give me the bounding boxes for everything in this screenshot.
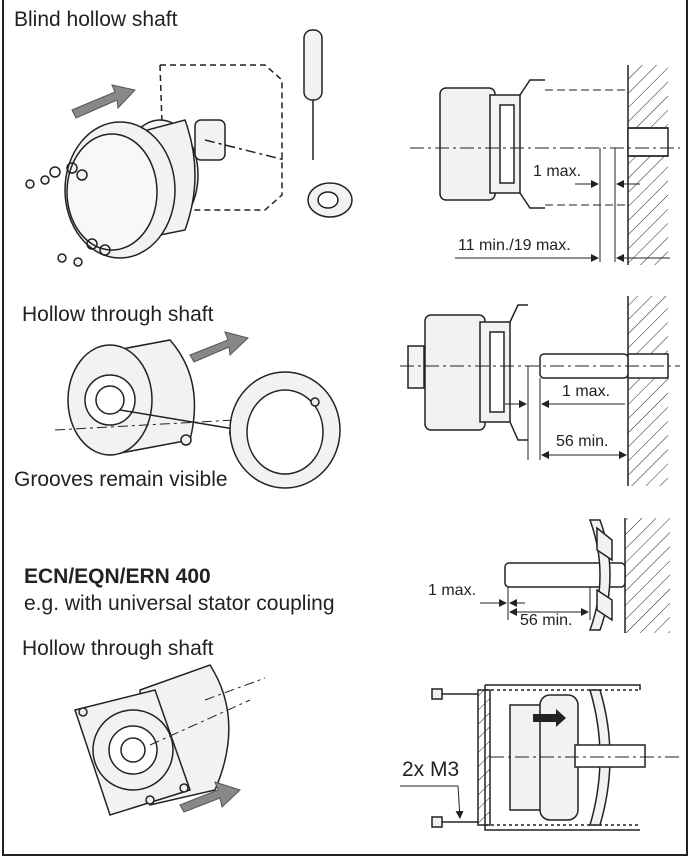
screwdriver: [303, 29, 323, 160]
dimension-label-11-19: 11 min./19 max.: [458, 237, 571, 254]
direction-arrow-3: [179, 781, 241, 813]
blind-shaft-title: Blind hollow shaft: [14, 8, 178, 31]
screw-label-m3: 2x M3: [402, 758, 460, 781]
direction-arrow-2: [189, 331, 249, 363]
stator-coupling-illustration: [74, 664, 266, 816]
hollow-shaft-illustration: [54, 339, 341, 489]
m3-mounting-drawing: [400, 684, 680, 831]
product-subtitle: e.g. with universal stator coupling: [24, 592, 335, 615]
direction-arrow-1: [71, 84, 136, 119]
hollow-shaft-title-2: Hollow through shaft: [22, 637, 214, 660]
dimension-label-56-min-2: 56 min.: [520, 612, 573, 629]
dimension-label-1-max: 1 max.: [533, 163, 582, 180]
screws-left: [25, 162, 111, 267]
blind-shaft-illustration: [25, 29, 353, 267]
push-arrow: [533, 709, 566, 727]
dimension-label-1-max-2: 1 max.: [562, 383, 611, 400]
grooves-note: Grooves remain visible: [14, 468, 228, 491]
blind-shaft-dimension-drawing: [410, 65, 680, 265]
hollow-shaft-dimension-drawing: [400, 296, 680, 486]
product-title: ECN/EQN/ERN 400: [24, 565, 211, 588]
dimension-label-56-min: 56 min.: [556, 433, 609, 450]
dimension-label-1-max-3: 1 max.: [428, 582, 477, 599]
universal-coupling-dimension-drawing: [480, 518, 670, 633]
hollow-shaft-title-1: Hollow through shaft: [22, 303, 214, 326]
